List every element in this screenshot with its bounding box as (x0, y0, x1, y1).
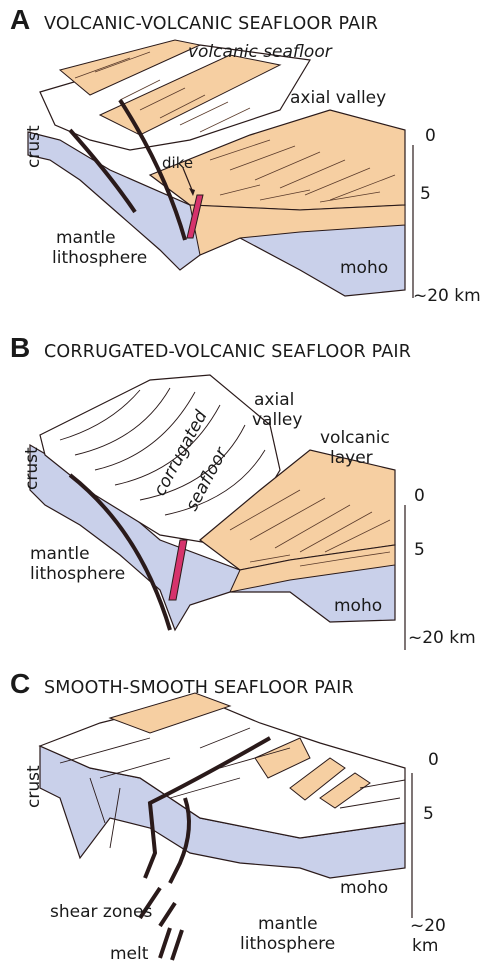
scale-0-a: 0 (425, 126, 436, 146)
label-mantle-c: mantle (258, 914, 318, 934)
panel-letter-a: A (10, 4, 30, 36)
label-axial-valley-a: axial valley (290, 88, 386, 108)
label-lithosphere-c: lithosphere (240, 934, 335, 954)
label-melt: melt (110, 944, 148, 964)
label-volcanic-b: volcanic (320, 428, 390, 448)
scale-20b-c: km (412, 936, 438, 956)
panel-title-a: VOLCANIC-VOLCANIC SEAFLOOR PAIR (44, 14, 378, 34)
scale-5-c: 5 (423, 804, 434, 824)
label-moho-b: moho (334, 596, 382, 616)
panel-b: B CORRUGATED-VOLCANIC SEAFLOOR PAIR axia… (0, 330, 487, 650)
label-shear-zones: shear zones (50, 902, 152, 922)
label-crust-a: crust (24, 125, 44, 168)
label-layer-b: layer (330, 448, 373, 468)
scale-0-c: 0 (428, 750, 439, 770)
panel-title-b: CORRUGATED-VOLCANIC SEAFLOOR PAIR (44, 342, 411, 362)
scale-20a-c: ~20 (410, 916, 446, 936)
scale-5-b: 5 (414, 540, 425, 560)
label-lithosphere-a: lithosphere (52, 248, 147, 268)
label-valley-b: valley (252, 410, 302, 430)
scale-5-a: 5 (420, 184, 431, 204)
label-moho-a: moho (340, 258, 388, 278)
label-mantle-b: mantle (30, 544, 90, 564)
melt-c (160, 928, 182, 960)
scale-0-b: 0 (414, 486, 425, 506)
label-mantle-a: mantle (56, 228, 116, 248)
panel-a: A VOLCANIC-VOLCANIC SEAFLOOR PAIR volcan… (0, 0, 487, 320)
label-moho-c: moho (340, 878, 388, 898)
label-crust-b: crust (22, 447, 42, 490)
panel-c: C SMOOTH-SMOOTH SEAFLOOR PAIR crust shea… (0, 668, 487, 970)
label-crust-c: crust (24, 765, 44, 808)
scale-20-a: ~20 km (413, 286, 481, 306)
panel-title-c: SMOOTH-SMOOTH SEAFLOOR PAIR (44, 678, 354, 698)
label-volcanic-seafloor: volcanic seafloor (188, 42, 332, 62)
label-axial-b: axial (254, 390, 294, 410)
panel-letter-c: C (10, 668, 30, 700)
label-dike: dike (162, 153, 193, 173)
panel-letter-b: B (10, 332, 30, 364)
scale-20-b: ~20 km (408, 628, 476, 648)
label-lithosphere-b: lithosphere (30, 564, 125, 584)
